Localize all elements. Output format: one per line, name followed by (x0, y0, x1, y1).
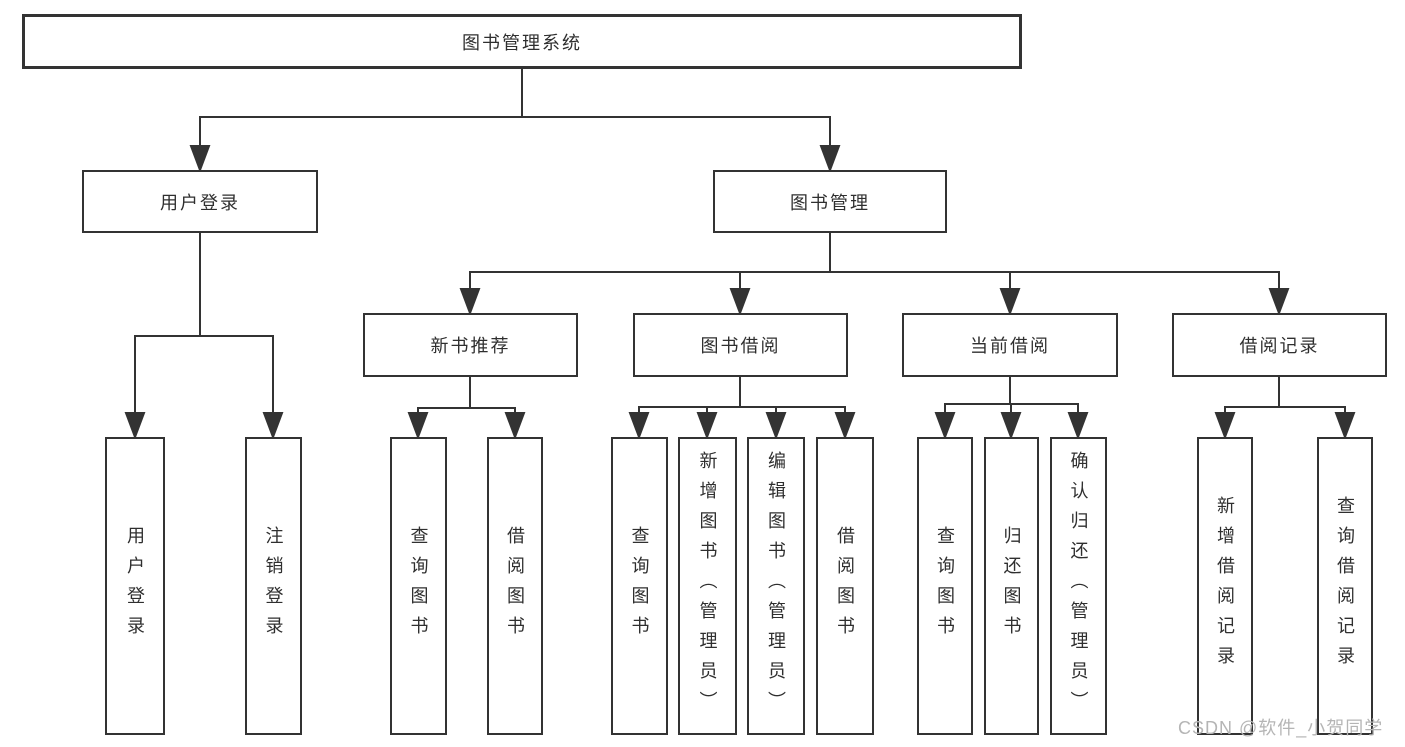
leaf-borrow-books-1: 借阅图书 (487, 437, 543, 735)
leaf-return-books: 归还图书 (984, 437, 1039, 735)
leaf-query-borrow-record: 查询借阅记录 (1317, 437, 1373, 735)
leaf-add-books-admin: 新增图书（管理员） (678, 437, 737, 735)
node-book-borrowing: 图书借阅 (633, 313, 848, 377)
leaf-query-books-3: 查询图书 (917, 437, 973, 735)
leaf-add-borrow-record: 新增借阅记录 (1197, 437, 1253, 735)
leaf-label: 新增图书（管理员） (697, 451, 718, 721)
leaf-user-login: 用户登录 (105, 437, 165, 735)
leaf-label: 借阅图书 (835, 526, 855, 646)
leaf-label: 查询图书 (408, 526, 429, 646)
leaf-borrow-books-2: 借阅图书 (816, 437, 874, 735)
node-current-borrowing: 当前借阅 (902, 313, 1118, 377)
csdn-watermark: CSDN @软件_小贺同学 (1178, 718, 1384, 738)
node-label: 当前借阅 (970, 336, 1050, 356)
node-label: 新书推荐 (430, 336, 511, 356)
leaf-confirm-return-admin: 确认归还（管理员） (1050, 437, 1107, 735)
leaf-label: 查询图书 (629, 526, 650, 646)
node-borrowing-records: 借阅记录 (1172, 313, 1387, 377)
leaf-label: 注销登录 (263, 526, 284, 646)
node-library-management-system: 图书管理系统 (22, 14, 1022, 69)
leaf-label: 用户登录 (125, 526, 145, 646)
leaf-query-books-1: 查询图书 (390, 437, 447, 735)
leaf-label: 归还图书 (1001, 526, 1022, 646)
leaf-label: 借阅图书 (505, 526, 525, 646)
node-label: 图书借阅 (700, 336, 781, 356)
leaf-label: 查询借阅记录 (1335, 496, 1355, 676)
node-label: 图书管理 (790, 192, 870, 213)
leaf-label: 新增借阅记录 (1215, 496, 1235, 676)
leaf-label: 确认归还（管理员） (1068, 451, 1089, 721)
node-new-book-recommendation: 新书推荐 (363, 313, 578, 377)
node-label: 借阅记录 (1239, 336, 1320, 356)
node-user-login-branch: 用户登录 (82, 170, 318, 233)
leaf-label: 编辑图书（管理员） (766, 451, 786, 721)
leaf-logout: 注销登录 (245, 437, 302, 735)
leaf-query-books-2: 查询图书 (611, 437, 668, 735)
leaf-label: 查询图书 (935, 526, 955, 646)
node-label: 图书管理系统 (462, 32, 582, 53)
leaf-edit-books-admin: 编辑图书（管理员） (747, 437, 805, 735)
node-label: 用户登录 (160, 192, 240, 213)
node-book-management-branch: 图书管理 (713, 170, 947, 233)
